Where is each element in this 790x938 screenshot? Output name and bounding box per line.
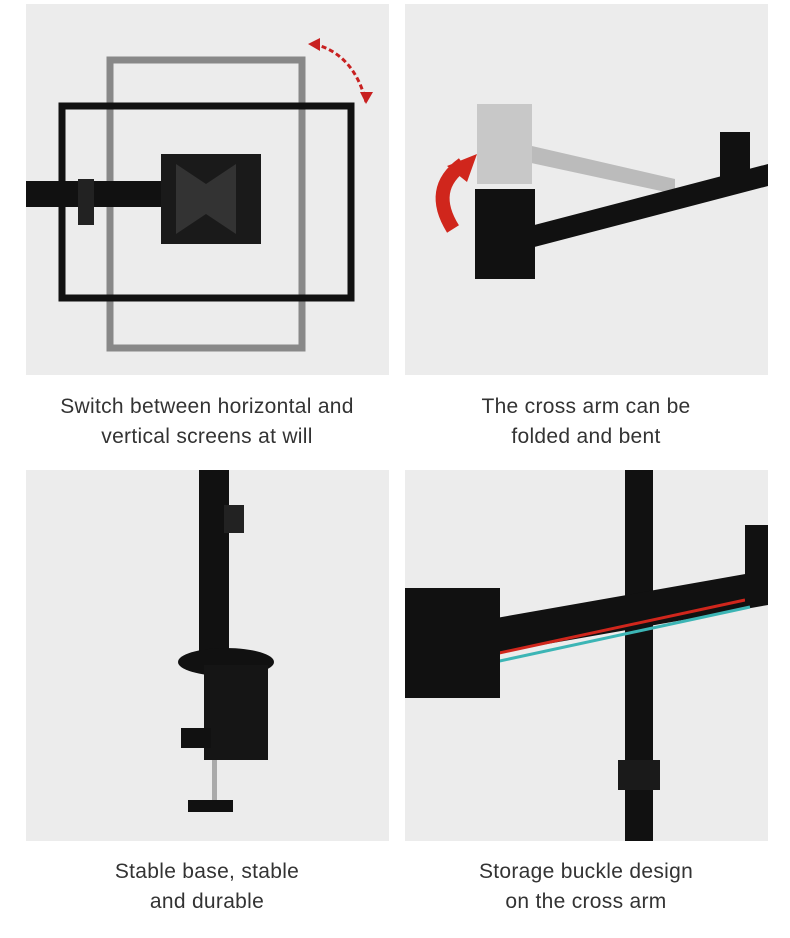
base-clamp-image [26,470,389,841]
caption-line: Storage buckle design [478,860,694,883]
rotate-arrow-icon [313,42,368,103]
fold-arm-image [405,4,768,375]
caption-line: and durable [149,890,265,913]
caption-line: vertical screens at will [101,425,313,448]
caption-rotation: Switch between horizontal and vertical s… [17,392,397,452]
caption-line: The cross arm can be [481,395,691,418]
caption-line: Switch between horizontal and [60,395,354,418]
caption-fold: The cross arm can be folded and bent [396,392,776,452]
rotation-image [26,4,389,375]
caption-line: folded and bent [511,425,661,448]
caption-buckle: Storage buckle design on the cross arm [396,857,776,917]
storage-buckle-image [405,470,768,841]
caption-line: Stable base, stable [114,860,300,883]
caption-base: Stable base, stable and durable [17,857,397,917]
caption-line: on the cross arm [505,890,667,913]
